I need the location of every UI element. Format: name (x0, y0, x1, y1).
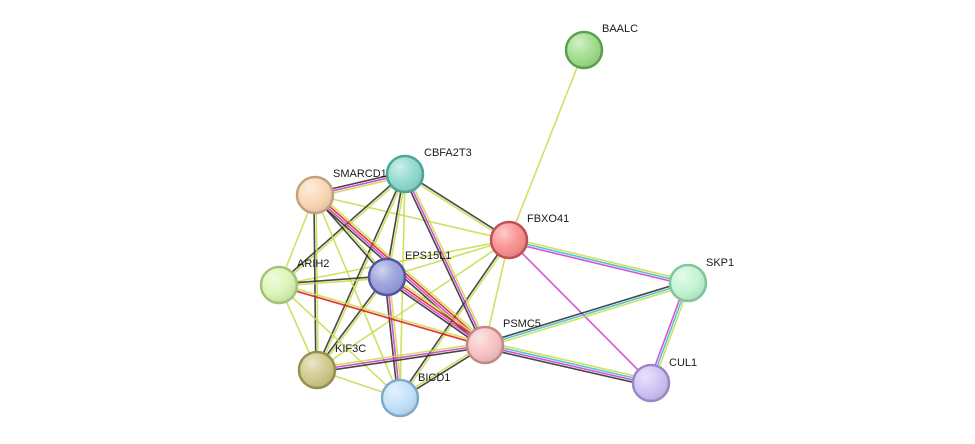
edge-lane-text-mining (485, 341, 652, 381)
node-bicd1[interactable]: BICD1 (380, 372, 450, 418)
edge-eps15l1-bicd1 (384, 276, 403, 399)
edge-lane-experimental (508, 241, 688, 286)
edge-baalc-fbxo41 (508, 49, 585, 241)
edge-lane-text-mining (403, 174, 509, 242)
edge-lane-experimental (316, 344, 486, 371)
edge-lane-text-mining (386, 239, 510, 278)
node-highlight (262, 268, 296, 302)
node-label: ARIH2 (297, 258, 329, 270)
node-label: CBFA2T3 (424, 147, 472, 159)
edge-psmc5-cul1 (484, 341, 652, 387)
edge-lane-text-mining (314, 194, 401, 399)
node-label: FBXO41 (527, 213, 569, 225)
node-kif3c[interactable]: KIF3C (297, 343, 366, 390)
node-baalc[interactable]: BAALC (564, 23, 638, 70)
node-label: CUL1 (669, 357, 697, 369)
node-label: SKP1 (706, 257, 734, 269)
edge-fbxo41-skp1 (508, 237, 689, 286)
edge-lane-text-mining (509, 237, 689, 282)
edge-lane-coexpression (484, 347, 651, 387)
edge-fbxo41-kif3c (316, 239, 510, 371)
edge-lane-experimental (484, 345, 651, 385)
node-highlight (492, 223, 526, 257)
edge-lane-coexpression (315, 173, 405, 370)
node-skp1[interactable]: SKP1 (668, 257, 734, 303)
node-highlight (388, 157, 422, 191)
node-cul1[interactable]: CUL1 (631, 357, 697, 403)
edge-lane-coexpression (277, 172, 405, 285)
edge-cbfa2t3-psmc5 (402, 172, 488, 347)
node-highlight (383, 381, 417, 415)
node-highlight (671, 266, 705, 300)
node-highlight (634, 366, 668, 400)
edge-lane-text-mining (388, 276, 403, 398)
edge-fbxo41-smarcd1 (314, 194, 510, 241)
node-label: EPS15L1 (405, 250, 451, 262)
edge-lane-database (484, 282, 689, 346)
edge-cbfa2t3-arih2 (277, 172, 407, 287)
edge-lane-text-mining (317, 174, 407, 371)
edge-lane-text-mining (278, 284, 401, 399)
edge-fbxo41-cbfa2t3 (403, 172, 511, 242)
edge-lane-coexpression (315, 275, 387, 370)
node-highlight (298, 178, 332, 212)
edge-lane-text-mining (317, 277, 389, 372)
edge-lane-text-mining (508, 49, 585, 241)
edge-arih2-bicd1 (278, 284, 401, 399)
node-label: BAALC (602, 23, 638, 35)
edge-fbxo41-eps15l1 (386, 239, 510, 278)
node-psmc5[interactable]: PSMC5 (465, 318, 541, 365)
node-label: PSMC5 (503, 318, 541, 330)
edge-lane-coexpression (484, 280, 688, 344)
edge-skp1-psmc5 (484, 280, 689, 348)
node-label: BICD1 (418, 372, 450, 384)
edge-lane-neighborhood (278, 285, 485, 347)
edge-arih2-psmc5 (278, 283, 486, 347)
edge-lane-text-mining (314, 194, 510, 241)
edge-lane-coexpression (313, 195, 317, 371)
edge-lane-text-mining (316, 239, 510, 371)
edge-lane-experimental (508, 239, 652, 384)
node-arih2[interactable]: ARIH2 (259, 258, 329, 305)
edge-lane-text-mining (279, 283, 486, 345)
edge-lane-experimental (404, 173, 486, 346)
edge-lane-coexpression (384, 279, 484, 349)
node-eps15l1[interactable]: EPS15L1 (367, 250, 451, 297)
edge-kif3c-psmc5 (316, 342, 486, 373)
edge-lane-neighborhood (387, 275, 487, 345)
edge-lane-coexpression (384, 277, 399, 399)
edge-lane-experimental (385, 277, 485, 347)
node-highlight (370, 260, 404, 294)
edge-lane-text-mining (406, 172, 488, 345)
node-smarcd1[interactable]: SMARCD1 (295, 168, 387, 215)
node-highlight (300, 353, 334, 387)
edge-lane-database (485, 343, 652, 383)
edge-fbxo41-cul1 (508, 239, 652, 384)
edge-lane-text-mining (279, 174, 407, 287)
edge-eps15l1-kif3c (315, 275, 389, 372)
edge-cbfa2t3-kif3c (315, 173, 407, 371)
node-fbxo41[interactable]: FBXO41 (489, 213, 569, 260)
edge-lane-coexpression (317, 346, 486, 373)
edge-lane-text-mining (388, 273, 488, 343)
edge-lane-text-mining (316, 342, 485, 369)
edge-lane-coexpression (402, 174, 484, 347)
edge-lane-experimental (386, 276, 401, 399)
node-highlight (567, 33, 601, 67)
edge-smarcd1-bicd1 (314, 194, 401, 399)
edge-eps15l1-psmc5 (384, 273, 488, 349)
edge-lane-text-mining (485, 284, 689, 348)
edge-lane-coexpression (405, 172, 511, 240)
node-label: KIF3C (335, 343, 366, 355)
node-label: SMARCD1 (333, 168, 387, 180)
edge-lane-database (508, 239, 689, 284)
node-cbfa2t3[interactable]: CBFA2T3 (385, 147, 472, 194)
node-highlight (468, 328, 502, 362)
